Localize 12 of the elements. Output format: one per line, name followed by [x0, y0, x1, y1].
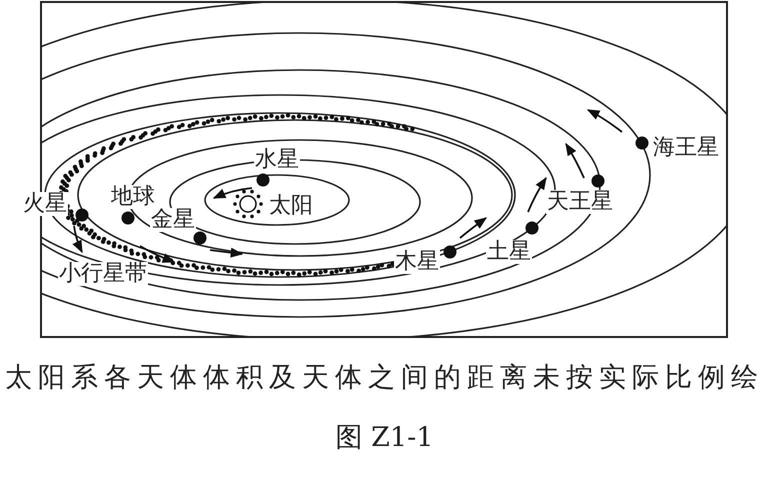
planet-label: 地球: [110, 185, 156, 209]
planet-label: 木星: [394, 250, 440, 274]
planet-label: 天王星: [546, 190, 614, 214]
planet-label: 金星: [150, 208, 196, 232]
planet-label: 水星: [254, 148, 300, 172]
planet-label: 太阳: [268, 194, 314, 218]
planet-label: 火星: [22, 192, 68, 216]
planet-label: 土星: [486, 240, 532, 264]
planet-label: 海王星: [652, 136, 720, 160]
figure-number: 图 Z1-1: [334, 422, 434, 454]
caption: 太阳系各天体体积及天体之间的距离未按实际比例绘: [4, 362, 765, 394]
planet-label: 小行星带: [58, 262, 148, 286]
